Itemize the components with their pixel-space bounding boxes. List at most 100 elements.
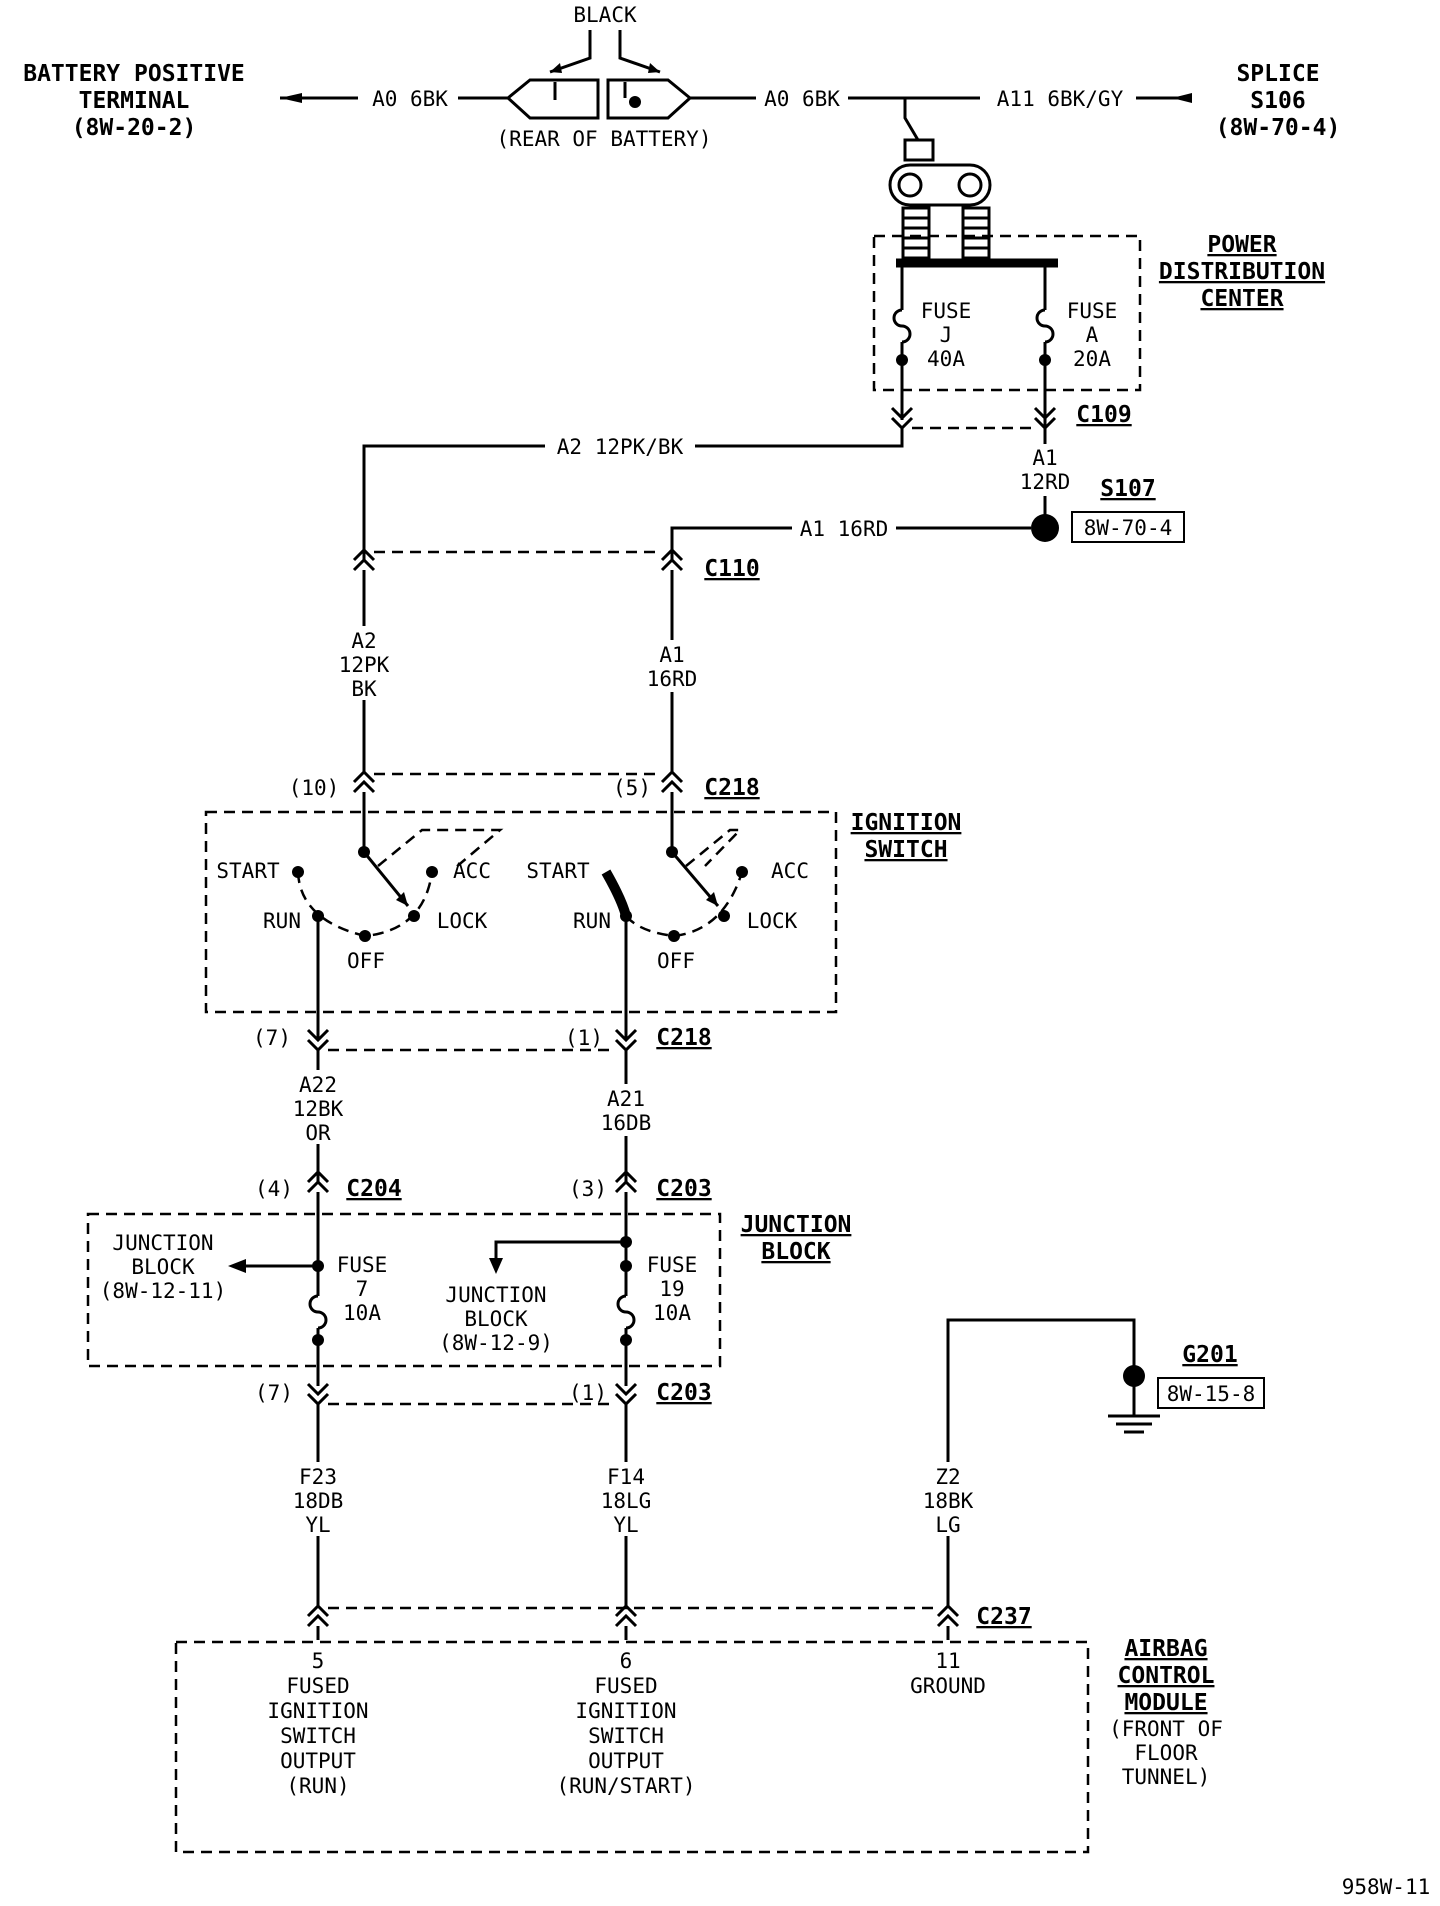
svg-text:(RUN): (RUN): [286, 1774, 349, 1798]
svg-text:AIRBAG: AIRBAG: [1124, 1636, 1207, 1662]
svg-text:RUN: RUN: [573, 909, 611, 933]
wire-a2-left-label: A2 12PK BK: [330, 626, 398, 701]
wire-a0-right-label: A0 6BK: [764, 87, 840, 111]
ignition-switch-label: IGNITION SWITCH: [851, 810, 962, 863]
fuse-j-label: FUSE J 40A: [921, 299, 972, 371]
svg-text:A21: A21: [607, 1087, 645, 1111]
svg-text:(8W-12-11): (8W-12-11): [100, 1279, 226, 1303]
svg-text:FLOOR: FLOOR: [1134, 1741, 1198, 1765]
svg-text:A2: A2: [351, 629, 376, 653]
c218-bottom-connector: [306, 1028, 638, 1053]
svg-text:BLOCK: BLOCK: [761, 1239, 830, 1265]
svg-text:16RD: 16RD: [647, 667, 698, 691]
c218-top-connector: [352, 769, 684, 794]
fuse-7-icon: [308, 1294, 328, 1386]
svg-text:OUTPUT: OUTPUT: [280, 1749, 356, 1773]
wire-a11-label: A11 6BK/GY: [997, 87, 1124, 111]
svg-text:OUTPUT: OUTPUT: [588, 1749, 664, 1773]
splice-s106-label: SPLICE S106 (8W-70-4): [1216, 61, 1341, 141]
c204-label: C204: [346, 1176, 401, 1202]
arrow-left-icon: [1172, 93, 1192, 103]
black-label: BLACK: [573, 3, 637, 27]
svg-text:JUNCTION: JUNCTION: [741, 1212, 852, 1238]
svg-text:SPLICE: SPLICE: [1236, 61, 1319, 87]
arrow-down-icon: [489, 1258, 503, 1274]
svg-text:6: 6: [620, 1649, 633, 1673]
svg-text:SWITCH: SWITCH: [280, 1724, 356, 1748]
pin-10-label: (10): [289, 776, 340, 800]
svg-text:5: 5: [312, 1649, 325, 1673]
c204-connector: [306, 1169, 330, 1194]
ignition-switch-right-icon: [601, 792, 748, 1040]
svg-text:(RUN/START): (RUN/START): [556, 1774, 695, 1798]
fuse-19-icon: [616, 1294, 636, 1386]
svg-text:(8W-20-2): (8W-20-2): [72, 115, 197, 141]
airbag-module-box: [174, 1640, 1090, 1854]
svg-text:J: J: [940, 323, 953, 347]
svg-text:19: 19: [659, 1277, 684, 1301]
wire-f23-label: F23 18DB YL: [284, 1462, 352, 1537]
junction-block-title: JUNCTION BLOCK: [741, 1212, 852, 1265]
svg-text:FUSED: FUSED: [594, 1674, 657, 1698]
c203-bottom-label: C203: [656, 1380, 711, 1406]
pin6-description: 6 FUSED IGNITION SWITCH OUTPUT (RUN/STAR…: [556, 1649, 695, 1798]
svg-text:FUSE: FUSE: [647, 1253, 698, 1277]
svg-text:LOCK: LOCK: [747, 909, 798, 933]
svg-text:IGNITION: IGNITION: [851, 810, 962, 836]
c109-label: C109: [1076, 402, 1131, 428]
svg-text:F14: F14: [607, 1465, 645, 1489]
svg-text:20A: 20A: [1073, 347, 1111, 371]
pin-7-label: (7): [253, 1026, 291, 1050]
svg-text:FUSE: FUSE: [1067, 299, 1118, 323]
svg-text:ACC: ACC: [771, 859, 809, 883]
pin-4-label: (4): [255, 1177, 293, 1201]
svg-text:CONTROL: CONTROL: [1118, 1663, 1215, 1689]
pin-1b-label: (1): [569, 1381, 607, 1405]
svg-text:BATTERY POSITIVE: BATTERY POSITIVE: [23, 61, 245, 87]
pin-1-label: (1): [565, 1026, 603, 1050]
svg-text:IGNITION: IGNITION: [267, 1699, 368, 1723]
svg-text:(8W-70-4): (8W-70-4): [1216, 115, 1341, 141]
svg-text:YL: YL: [305, 1513, 330, 1537]
arrow-left-icon: [228, 1259, 246, 1273]
ground-icon: [1108, 1376, 1160, 1434]
ignition-switch-box: [204, 810, 838, 1014]
airbag-module-label: AIRBAG CONTROL MODULE: [1118, 1636, 1215, 1716]
c109-connector: [890, 406, 1057, 431]
svg-text:12RD: 12RD: [1020, 470, 1071, 494]
pin11-description: 11 GROUND: [910, 1649, 986, 1698]
svg-text:OFF: OFF: [657, 949, 695, 973]
fuse-7-label: FUSE 7 10A: [337, 1253, 388, 1325]
svg-text:11: 11: [935, 1649, 960, 1673]
svg-text:JUNCTION: JUNCTION: [112, 1231, 213, 1255]
s107-ref: 8W-70-4: [1084, 516, 1173, 540]
svg-text:10A: 10A: [343, 1301, 381, 1325]
svg-text:40A: 40A: [927, 347, 965, 371]
c110-connector: [352, 547, 684, 572]
battery-cable-icon: [505, 30, 693, 120]
svg-text:TERMINAL: TERMINAL: [79, 88, 190, 114]
pdc-box: [872, 234, 1142, 392]
fuse-a-icon: [1035, 263, 1055, 528]
svg-text:18BK: 18BK: [923, 1489, 974, 1513]
s107-ref-box: [1071, 511, 1185, 543]
wire-a1-16rd-label: A1 16RD: [800, 517, 889, 541]
junction-block-box: [86, 1212, 722, 1368]
svg-text:DISTRIBUTION: DISTRIBUTION: [1159, 259, 1325, 285]
c203-top-label: C203: [656, 1176, 711, 1202]
svg-text:S106: S106: [1250, 88, 1305, 114]
svg-text:12PK: 12PK: [339, 653, 390, 677]
switch-left-labels: START ACC RUN LOCK OFF: [216, 859, 491, 973]
pdc-label: POWER DISTRIBUTION CENTER: [1159, 232, 1325, 312]
c218-bottom-label: C218: [656, 1025, 711, 1051]
svg-text:FUSED: FUSED: [286, 1674, 349, 1698]
svg-text:FUSE: FUSE: [921, 299, 972, 323]
svg-text:LG: LG: [935, 1513, 960, 1537]
pin5-description: 5 FUSED IGNITION SWITCH OUTPUT (RUN): [267, 1649, 368, 1798]
figure-id: 958W-11: [1342, 1875, 1431, 1899]
fuse-19-label: FUSE 19 10A: [647, 1253, 698, 1325]
wire-a0-left-label: A0 6BK: [372, 87, 448, 111]
svg-text:Z2: Z2: [935, 1465, 960, 1489]
wire-z2-label: Z2 18BK LG: [914, 1462, 982, 1537]
svg-text:RUN: RUN: [263, 909, 301, 933]
